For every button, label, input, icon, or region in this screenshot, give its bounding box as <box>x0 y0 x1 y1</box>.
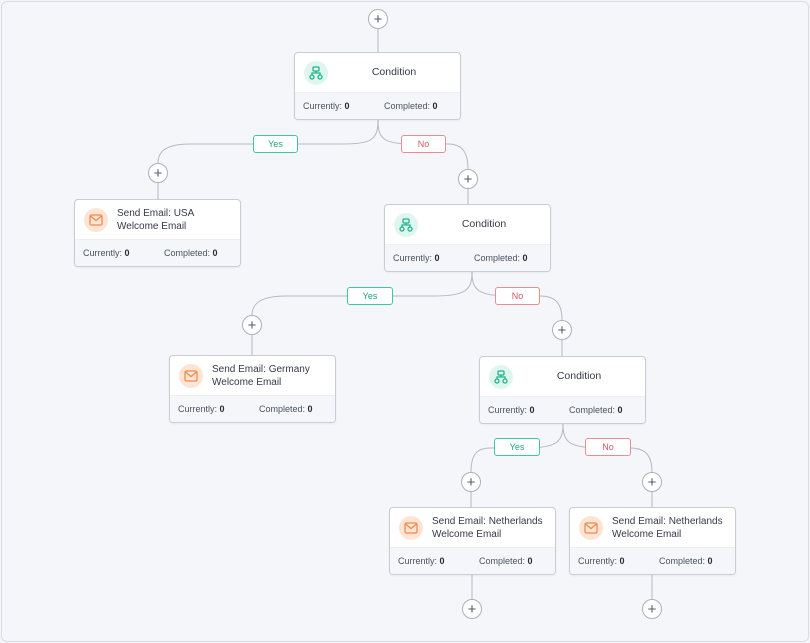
currently-count: 0 <box>344 101 350 111</box>
completed-label: Completed: <box>659 556 706 566</box>
plus-icon: + <box>373 10 383 28</box>
plus-icon: + <box>557 321 567 339</box>
add-step-button[interactable]: + <box>552 320 572 340</box>
currently-count: 0 <box>124 248 130 258</box>
currently-label: Currently: <box>488 405 528 415</box>
completed-label: Completed: <box>569 405 616 415</box>
condition-node[interactable]: Condition Currently: 0 Completed: 0 <box>294 52 461 120</box>
node-title: Condition <box>371 66 417 78</box>
completed-count: 0 <box>432 101 438 111</box>
add-step-button[interactable]: + <box>642 599 662 619</box>
plus-icon: + <box>463 170 473 188</box>
add-step-button[interactable]: + <box>461 472 481 492</box>
completed-count: 0 <box>307 404 313 414</box>
completed-label: Completed: <box>259 404 306 414</box>
branch-yes-label[interactable]: Yes <box>494 438 540 456</box>
plus-icon: + <box>247 316 257 334</box>
currently-count: 0 <box>529 405 535 415</box>
add-step-button[interactable]: + <box>458 169 478 189</box>
completed-label: Completed: <box>479 556 526 566</box>
plus-icon: + <box>467 600 477 618</box>
branch-no-label[interactable]: No <box>585 438 631 456</box>
currently-label: Currently: <box>398 556 438 566</box>
plus-icon: + <box>153 164 163 182</box>
condition-node[interactable]: Condition Currently: 0 Completed: 0 <box>479 356 646 424</box>
currently-label: Currently: <box>303 101 343 111</box>
completed-label: Completed: <box>164 248 211 258</box>
completed-count: 0 <box>527 556 533 566</box>
currently-count: 0 <box>434 253 440 263</box>
add-step-button[interactable]: + <box>148 163 168 183</box>
add-step-button[interactable]: + <box>368 9 388 29</box>
completed-label: Completed: <box>474 253 521 263</box>
branch-yes-label[interactable]: Yes <box>347 287 393 305</box>
currently-label: Currently: <box>578 556 618 566</box>
branch-no-label[interactable]: No <box>495 287 540 305</box>
completed-count: 0 <box>522 253 528 263</box>
email-icon <box>399 516 423 540</box>
add-step-button[interactable]: + <box>642 472 662 492</box>
currently-count: 0 <box>219 404 225 414</box>
completed-count: 0 <box>617 405 623 415</box>
branch-no-label[interactable]: No <box>401 135 446 153</box>
plus-icon: + <box>466 473 476 491</box>
plus-icon: + <box>647 600 657 618</box>
condition-branch-icon <box>304 61 328 85</box>
add-step-button[interactable]: + <box>462 599 482 619</box>
email-icon <box>579 516 603 540</box>
node-title: Condition <box>556 370 602 382</box>
completed-label: Completed: <box>384 101 431 111</box>
currently-count: 0 <box>619 556 625 566</box>
completed-count: 0 <box>212 248 218 258</box>
condition-node[interactable]: Condition Currently: 0 Completed: 0 <box>384 204 551 272</box>
add-step-button[interactable]: + <box>242 315 262 335</box>
email-icon <box>179 364 203 388</box>
completed-count: 0 <box>707 556 713 566</box>
plus-icon: + <box>647 473 657 491</box>
currently-label: Currently: <box>83 248 123 258</box>
branch-yes-label[interactable]: Yes <box>253 135 298 153</box>
condition-branch-icon <box>394 213 418 237</box>
currently-label: Currently: <box>393 253 433 263</box>
condition-branch-icon <box>489 365 513 389</box>
currently-count: 0 <box>439 556 445 566</box>
currently-label: Currently: <box>178 404 218 414</box>
node-title: Condition <box>461 218 507 230</box>
email-icon <box>84 208 108 232</box>
